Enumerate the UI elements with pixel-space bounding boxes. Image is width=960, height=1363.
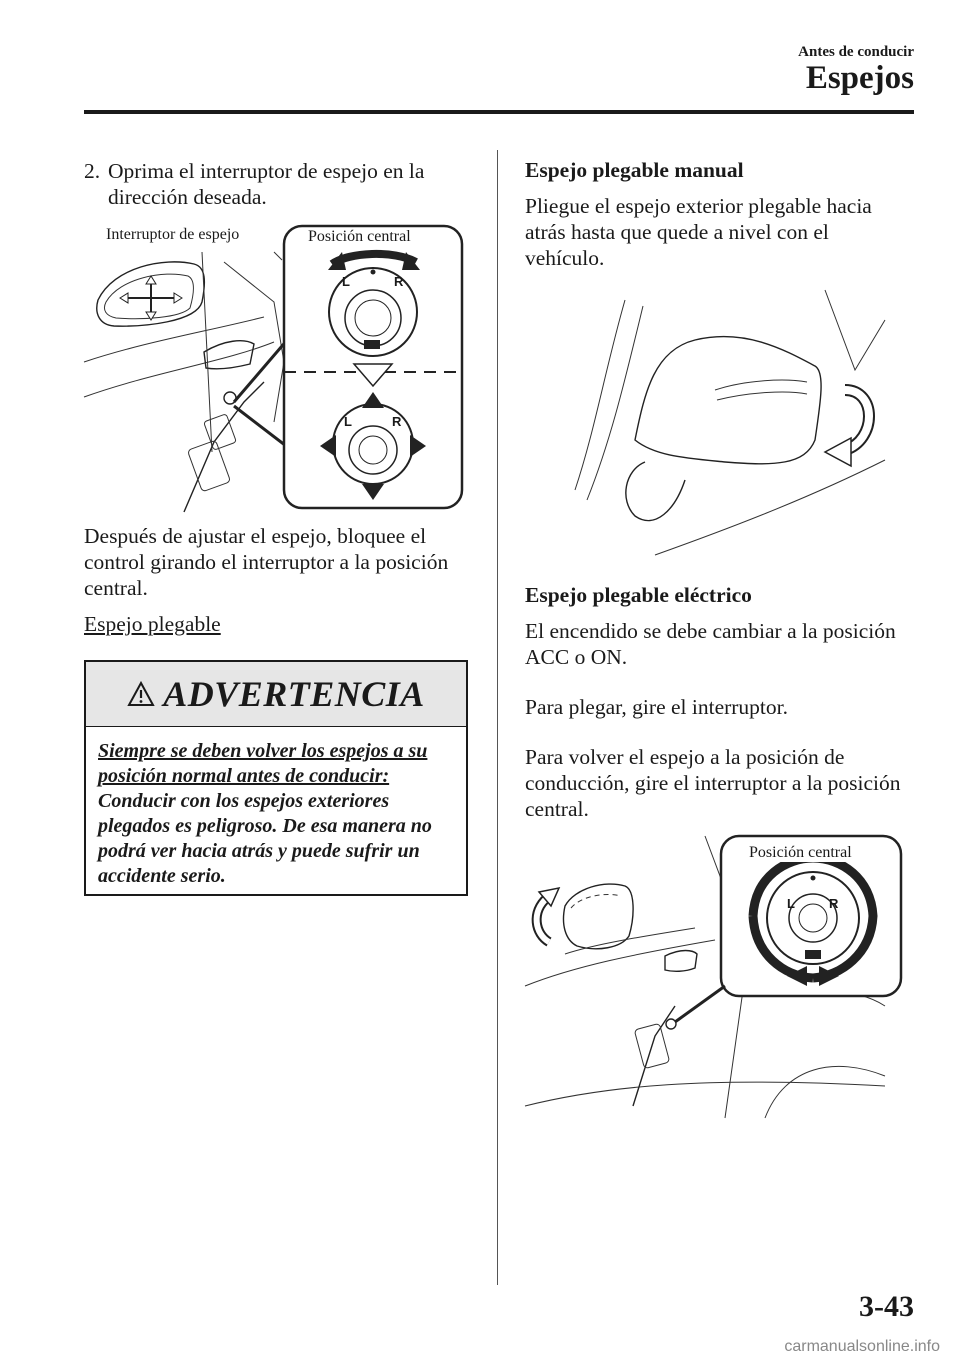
fold-arrow-icon-2 (531, 886, 561, 947)
electric-text-1: El encendido se debe cambiar a la posici… (525, 619, 896, 669)
electric-text-2: Para plegar, gire el interruptor. (525, 695, 789, 719)
switch-label: Interruptor de espejo (104, 226, 242, 244)
manual-folding-heading: Espejo plegable manual (525, 158, 744, 182)
four-way-arrow-icon (119, 275, 183, 321)
door-illustration (83, 224, 464, 513)
warning-text: Conducir con los espejos exteriores pleg… (98, 790, 432, 887)
knob-left-label-3: L (787, 896, 795, 911)
electric-folding-heading: Espejo plegable eléctrico (525, 583, 752, 607)
step-number: 2. (84, 159, 101, 183)
center-position-knob-icon (328, 250, 420, 357)
manual-fold-figure (525, 289, 905, 560)
warning-box: ADVERTENCIA Siempre se deben volver los … (84, 660, 468, 896)
center-position-label-2: Posición central (747, 844, 854, 862)
electric-text-3: Para volver el espejo a la posición de c… (525, 745, 901, 821)
header-rule (84, 110, 914, 114)
warning-body: Siempre se deben volver los espejos a su… (86, 727, 466, 889)
warning-title: ADVERTENCIA (163, 674, 425, 714)
knob-right-label-3: R (829, 896, 839, 911)
chapter-title: Espejos (805, 60, 914, 96)
page-number: 3-43 (859, 1290, 914, 1323)
knob-right-label-2: R (392, 414, 402, 429)
knob-left-label: L (342, 274, 350, 289)
watermark: carmanualsonline.info (784, 1338, 940, 1355)
fold-arrow-icon (823, 384, 875, 468)
after-adjust-text: Después de ajustar el espejo, bloquee el… (84, 524, 449, 600)
center-position-label: Posición central (306, 228, 413, 246)
mirror-switch-figure: Interruptor de espejo Posición central L… (83, 222, 468, 513)
warning-triangle-icon (127, 680, 155, 706)
warning-header: ADVERTENCIA (86, 662, 466, 727)
center-position-knob-icon-2 (748, 853, 878, 986)
column-divider (497, 150, 498, 1285)
knob-right-label: R (394, 274, 404, 289)
folding-mirror-heading: Espejo plegable (84, 612, 221, 636)
warning-underlined-text: Siempre se deben volver los espejos a su… (98, 740, 428, 787)
electric-fold-illustration (524, 834, 903, 1119)
manual-folding-text: Pliegue el espejo exterior plegable haci… (525, 194, 872, 270)
direction-knob-icon (320, 392, 426, 500)
knob-left-label-2: L (344, 414, 352, 429)
step-text: Oprima el interruptor de espejo en la di… (108, 159, 425, 209)
electric-fold-figure: Posición central L R (524, 834, 905, 1119)
mirror-fold-illustration (574, 289, 886, 556)
section-title: Antes de conducir (798, 44, 914, 60)
